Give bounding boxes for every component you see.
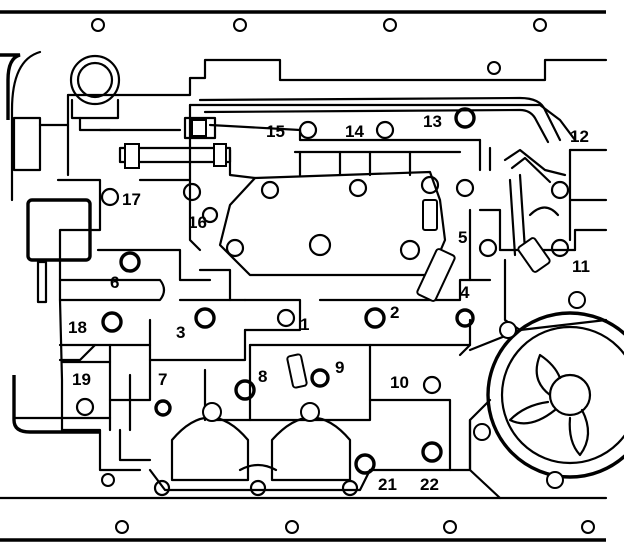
bolt-12 — [550, 180, 570, 200]
bolt-plate-d — [455, 178, 475, 198]
center-plate — [218, 148, 462, 277]
callout-6: 6 — [110, 273, 119, 292]
bolt-10 — [422, 375, 442, 395]
bolt-17b — [182, 182, 202, 202]
valve-body-outline — [56, 58, 608, 492]
callout-7: 7 — [158, 370, 167, 389]
callout-3: 3 — [176, 323, 185, 342]
bolt-2 — [364, 307, 386, 329]
bolt-13 — [454, 107, 476, 129]
callout-5: 5 — [458, 228, 467, 247]
lower-bosses — [153, 402, 359, 497]
callout-13: 13 — [423, 112, 442, 131]
bolt-22 — [421, 441, 443, 463]
callout-9: 9 — [335, 358, 344, 377]
left-solenoid — [26, 198, 92, 304]
bolt-14 — [375, 120, 395, 140]
bolt-plate-e — [225, 238, 245, 258]
callout-16: 16 — [188, 213, 207, 232]
callout-labels: 1 2 3 4 5 6 7 8 9 10 11 12 13 14 15 16 1… — [68, 112, 590, 494]
bolt-3 — [194, 307, 216, 329]
gasket-frame — [0, 10, 608, 542]
bolt-5 — [478, 238, 498, 258]
bolt-16 — [201, 206, 219, 224]
bolts — [75, 107, 570, 475]
bolt-21 — [354, 453, 376, 475]
callout-22: 22 — [420, 475, 439, 494]
bolt-center — [308, 233, 332, 257]
bolt-plate-f — [399, 239, 421, 261]
bolt-9 — [310, 368, 330, 388]
bolt-17 — [100, 187, 120, 207]
bolt-plate-c — [420, 175, 440, 195]
upper-tube — [198, 96, 562, 172]
manual-valve-linkage — [416, 148, 608, 302]
rotary-housing — [468, 291, 624, 500]
callout-10: 10 — [390, 373, 409, 392]
bolt-plate-b — [348, 178, 368, 198]
callout-14: 14 — [345, 122, 364, 141]
callout-21: 21 — [378, 475, 397, 494]
bolt-6 — [119, 251, 141, 273]
bolt-15 — [298, 120, 318, 140]
callout-1: 1 — [300, 315, 309, 334]
callout-12: 12 — [570, 127, 589, 146]
bolt-11 — [550, 238, 570, 258]
callout-19: 19 — [72, 370, 91, 389]
callout-4: 4 — [460, 283, 470, 302]
bolt-19 — [75, 397, 95, 417]
bolt-7 — [154, 399, 172, 417]
accumulator-boss — [12, 54, 121, 172]
callout-11: 11 — [572, 257, 590, 276]
shift-shaft — [98, 116, 232, 169]
gasket-holes — [91, 18, 595, 534]
callout-15: 15 — [266, 122, 285, 141]
bolt-plate-a — [260, 180, 280, 200]
callout-17: 17 — [122, 190, 141, 209]
bolt-18 — [101, 311, 123, 333]
bolt-4 — [455, 308, 475, 328]
bolt-8 — [234, 379, 256, 401]
bolt-1 — [276, 308, 296, 328]
callout-18: 18 — [68, 318, 87, 337]
callout-8: 8 — [258, 367, 267, 386]
callout-2: 2 — [390, 303, 399, 322]
